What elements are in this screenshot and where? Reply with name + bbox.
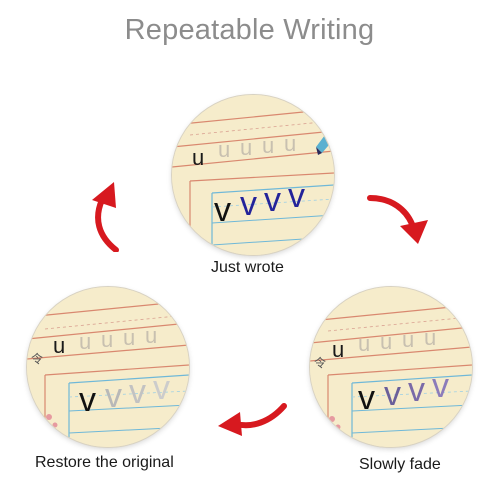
svg-text:u: u [424, 325, 436, 350]
step-slowly-fade-image: 令 u u u u u v v v v [310, 287, 472, 447]
curved-arrow-icon [218, 403, 287, 436]
svg-text:u: u [145, 323, 157, 348]
letter-u-written: u [192, 145, 204, 170]
svg-text:u: u [262, 133, 274, 158]
svg-text:v: v [240, 185, 257, 223]
svg-text:u: u [123, 325, 135, 350]
practice-page-illustration: 令 u u u u u v v v v [27, 287, 189, 447]
step-label-slowly-fade: Slowly fade [359, 456, 441, 473]
step-label-restore-original: Restore the original [35, 454, 174, 471]
svg-text:u: u [218, 137, 230, 162]
diagram-title: Repeatable Writing [124, 14, 375, 46]
svg-text:v: v [408, 371, 425, 409]
step-label-just-wrote: Just wrote [211, 259, 284, 276]
svg-text:u: u [380, 329, 392, 354]
step-just-wrote-image: u u u u u v v v v [172, 95, 334, 255]
practice-page-illustration: 令 u u u u u v v v v [310, 287, 472, 447]
letter-u-written: u [332, 337, 344, 362]
svg-text:v: v [264, 181, 281, 219]
svg-text:v: v [432, 367, 449, 405]
svg-text:令: 令 [31, 351, 43, 366]
svg-text:u: u [402, 327, 414, 352]
curved-arrow-icon [367, 195, 428, 244]
svg-text:u: u [79, 329, 91, 354]
letter-v-written: v [214, 191, 231, 229]
svg-text:v: v [153, 369, 170, 407]
letter-u-written: u [53, 333, 65, 358]
letter-v-written: v [79, 381, 96, 419]
svg-text:令: 令 [314, 355, 326, 370]
curved-arrow-icon [92, 182, 119, 252]
svg-text:u: u [101, 327, 113, 352]
svg-text:v: v [129, 373, 146, 411]
svg-text:u: u [358, 331, 370, 356]
step-restore-original-image: 令 u u u u u v v v v [27, 287, 189, 447]
svg-text:u: u [284, 131, 296, 156]
svg-text:v: v [288, 177, 305, 215]
svg-text:v: v [105, 377, 122, 415]
svg-text:u: u [240, 135, 252, 160]
letter-v-written: v [358, 379, 375, 417]
practice-page-illustration: u u u u u v v v v [172, 95, 334, 255]
svg-text:v: v [384, 375, 401, 413]
